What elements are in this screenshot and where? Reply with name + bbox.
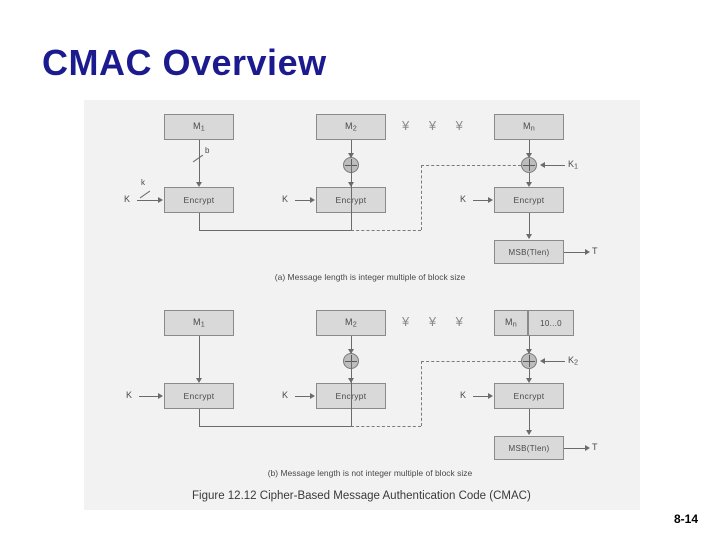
panel-a-message-block-2: M2 [316,114,386,140]
panel-a-line-up-to-xor2 [351,165,352,230]
panel-b-encrypt-1: Encrypt [164,383,234,409]
panel-b-arrow-k2-xor [540,357,545,364]
panel-a-line-xorn-enc [529,173,530,183]
panel-a-dash-up [421,165,422,230]
panel-b-m1-label: M1 [192,317,206,329]
panel-a-tag-label: T [592,246,598,256]
panel-b-ellipsis: ¥ ¥ ¥ [402,314,471,329]
panel-b-message-block-2: M2 [316,310,386,336]
panel-b-msb-block: MSB(Tlen) [494,436,564,460]
panel-b-line-k-enc1 [139,396,159,397]
panel-b-mn-label: Mn [504,317,518,329]
panel-a-line-enc1-right [199,230,351,231]
panel-a-keybits-label: k [141,178,145,187]
panel-b-line-msb-t [564,448,586,449]
panel-a-arrow-k-enc2 [310,196,315,203]
panel-b-dash-to-xorn [421,361,521,362]
panel-b-line-m1-enc [199,336,200,379]
panel-a-msb-block: MSB(Tlen) [494,240,564,264]
panel-a-arrow-k1-xor [540,161,545,168]
panel-a-arrow-k-encn [488,196,493,203]
panel-a-subkey-label: K1 [568,159,579,171]
page-number: 8-14 [673,512,698,526]
panel-b-message-block-1: M1 [164,310,234,336]
panel-b-tag-label: T [592,442,598,452]
panel-a-b-tick [192,154,204,163]
panel-a-m2-label: M2 [344,121,358,133]
panel-b-arrow-k-enc1 [158,392,163,399]
panel-a-line-m1-enc [199,140,200,183]
panel-b-key-label-2: K [282,390,289,400]
panel-b-line-m2-xor [351,336,352,353]
panel-a-xor-n [521,157,537,173]
panel-b-line-enc1-right [199,426,351,427]
panel-a-b-label: b [205,146,210,155]
panel-a-line-enc2-down [351,213,352,230]
panel-a-m1-label: M1 [192,121,206,133]
panel-a-dash-enc2-right [351,230,421,231]
cmac-figure: M1 M2 Mn ¥ ¥ ¥ b K1 [84,100,640,510]
panel-a-caption: (a) Message length is integer multiple o… [274,272,466,282]
panel-b-arrow-mn-xor [525,349,532,354]
panel-b-line-encn-msb [529,409,530,434]
panel-b-key-label-n: K [460,390,467,400]
panel-b-line-enc2-down [351,409,352,426]
panel-b-caption: (b) Message length is not integer multip… [267,468,473,478]
panel-b-line-k-enc2 [295,396,311,397]
panel-b-xor-n [521,353,537,369]
panel-b-arrow-m1-enc [195,378,202,383]
panel-a-message-block-n: Mn [494,114,564,140]
panel-b-line-k2-xor [545,361,565,362]
panel-a-arrow-m2-xor [347,153,354,158]
panel-a-arrow-encn-msb [525,234,532,239]
panel-b-line-xorn-enc [529,369,530,379]
panel-b-arrow-xorn-enc [525,378,532,383]
panel-a-line-k-encn [473,200,489,201]
panel-a-key-label-1: K [124,194,131,204]
panel-b-message-block-n: Mn [494,310,528,336]
panel-a-line-m2-xor [351,140,352,157]
panel-a-mn-label: Mn [522,121,536,133]
panel-b-line-up-to-xor2 [351,361,352,426]
panel-a-k-tick [139,190,151,199]
panel-b-arrow-xor2-enc [347,378,354,383]
panel-b-line-enc1-down [199,409,200,426]
panel-b-line-k-encn [473,396,489,397]
panel-b-subkey-label: K2 [568,355,579,367]
panel-a-line-k-enc2 [295,200,311,201]
panel-a-line-k1-xor [545,165,565,166]
panel-a-arrow-xorn-enc [525,182,532,187]
panel-a-line-enc1-down [199,213,200,230]
panel-a-line-k1-enc [137,200,159,201]
panel-a-key-label-2: K [282,194,289,204]
panel-a-encrypt-1: Encrypt [164,187,234,213]
panel-b-key-label-1: K [126,390,133,400]
panel-a-encrypt-n: Encrypt [494,187,564,213]
panel-a-line-msb-t [564,252,586,253]
panel-b-arrow-k-enc2 [310,392,315,399]
panel-a-line-encn-msb [529,213,530,238]
panel-b-padding-block: 10...0 [528,310,574,336]
panel-a-arrow-mn-xor [525,153,532,158]
panel-a-arrow-xor2-enc [347,182,354,187]
panel-b-dash-enc2-right [351,426,421,427]
figure-caption: Figure 12.12 Cipher-Based Message Authen… [192,490,531,502]
panel-b-m2-label: M2 [344,317,358,329]
panel-b-arrow-encn-msb [525,430,532,435]
panel-a-dash-to-xorn [421,165,521,166]
panel-b-dash-up [421,361,422,426]
panel-a-ellipsis: ¥ ¥ ¥ [402,118,471,133]
panel-b-arrow-k-encn [488,392,493,399]
panel-b-arrow-m2-xor [347,349,354,354]
panel-a-arrow-msb-t [585,248,590,255]
page-title: CMAC Overview [42,42,327,83]
panel-b-line-mn-xor [529,336,530,353]
panel-a-key-label-n: K [460,194,467,204]
panel-a-arrow-m1-enc [195,182,202,187]
panel-b-arrow-msb-t [585,444,590,451]
panel-b-encrypt-n: Encrypt [494,383,564,409]
panel-a-line-mn-xor [529,140,530,157]
panel-a-arrow-k-enc1 [158,196,163,203]
panel-a-message-block-1: M1 [164,114,234,140]
